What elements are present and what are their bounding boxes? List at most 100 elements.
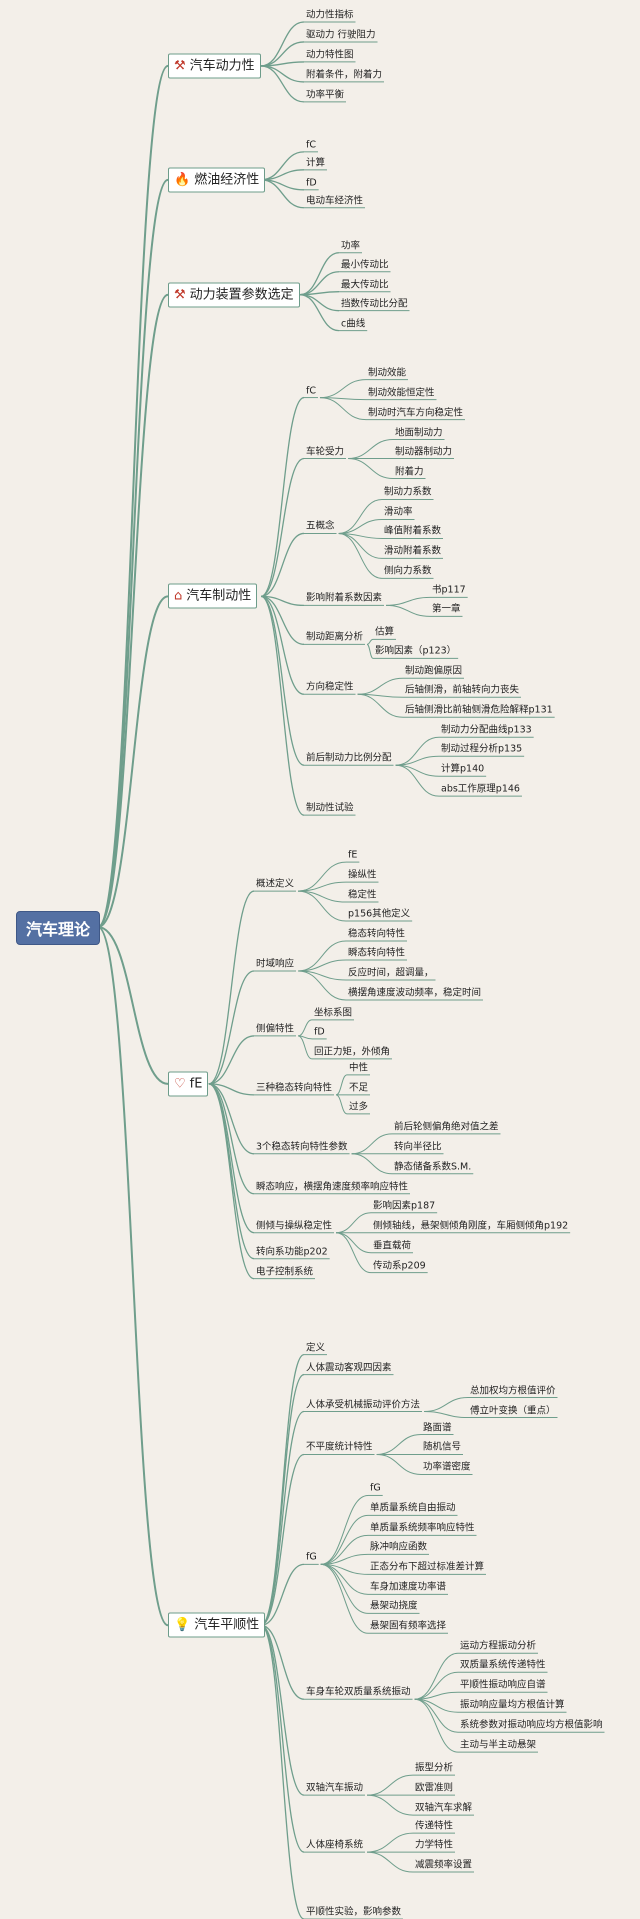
grandchild-node[interactable]: 减震频率设置 (415, 1859, 473, 1871)
grandchild-node[interactable]: 第一章 (432, 603, 461, 615)
grandchild-node[interactable]: 双质量系统传递特性 (460, 1659, 546, 1671)
child-node[interactable]: 影响附着系数因素 (306, 592, 383, 604)
grandchild-node[interactable]: 静态储备系数S.M. (394, 1161, 472, 1173)
grandchild-node[interactable]: 双轴汽车求解 (415, 1802, 473, 1814)
grandchild-node[interactable]: 前后轮侧偏角绝对值之差 (394, 1121, 499, 1133)
child-node[interactable]: 方向稳定性 (306, 681, 354, 693)
grandchild-node[interactable]: 系统参数对振动响应均方根值影响 (460, 1719, 603, 1731)
grandchild-node[interactable]: 侧倾轴线，悬架侧倾角刚度，车厢侧倾角p192 (373, 1220, 569, 1232)
child-node[interactable]: 前后制动力比例分配 (306, 752, 392, 764)
grandchild-node[interactable]: 制动跑偏原因 (405, 665, 463, 677)
grandchild-node[interactable]: 后轴侧滑比前轴侧滑危险解释p131 (405, 704, 553, 716)
grandchild-node[interactable]: 影响因素p187 (373, 1200, 436, 1212)
grandchild-node[interactable]: 稳定性 (348, 889, 377, 901)
grandchild-node[interactable]: 运动方程振动分析 (460, 1640, 537, 1652)
child-node[interactable]: 车身车轮双质量系统振动 (306, 1686, 411, 1698)
child-node[interactable]: 动力特性图 (306, 49, 354, 61)
grandchild-node[interactable]: 单质量系统频率响应特性 (370, 1522, 475, 1534)
grandchild-node[interactable]: 操纵性 (348, 869, 377, 881)
grandchild-node[interactable]: 路面谱 (423, 1422, 452, 1433)
grandchild-node[interactable]: 坐标系图 (314, 1007, 353, 1019)
branch-node[interactable]: ♡fE (168, 1071, 209, 1097)
grandchild-node[interactable]: 垂直载荷 (373, 1240, 412, 1252)
child-node[interactable]: 计算 (306, 157, 326, 169)
branch-node[interactable]: ⚒汽车动力性 (168, 53, 261, 79)
child-node[interactable]: 平顺性实验，影响参数 (306, 1906, 402, 1918)
branch-node[interactable]: 💡汽车平顺性 (168, 1612, 266, 1638)
grandchild-node[interactable]: 平顺性振动响应自谱 (460, 1679, 546, 1691)
grandchild-node[interactable]: 制动力系数 (384, 486, 432, 498)
grandchild-node[interactable]: 振动响应量均方根值计算 (460, 1699, 565, 1711)
grandchild-node[interactable]: 传动系p209 (373, 1260, 426, 1272)
grandchild-node[interactable]: 傅立叶变换（重点） (470, 1405, 556, 1417)
grandchild-node[interactable]: 功率谱密度 (423, 1461, 471, 1473)
child-node[interactable]: 概述定义 (256, 878, 295, 890)
child-node[interactable]: 侧偏特性 (256, 1023, 295, 1035)
child-node[interactable]: fC (306, 385, 316, 397)
grandchild-node[interactable]: 振型分析 (415, 1762, 454, 1774)
grandchild-node[interactable]: 传递特性 (415, 1820, 454, 1832)
child-node[interactable]: c曲线 (341, 318, 366, 330)
child-node[interactable]: 定义 (306, 1342, 326, 1354)
grandchild-node[interactable]: 横摆角速度波动频率，稳定时间 (348, 987, 482, 999)
child-node[interactable]: 功率平衡 (306, 89, 345, 101)
grandchild-node[interactable]: 制动过程分析p135 (441, 743, 523, 755)
grandchild-node[interactable]: 回正力矩，外倾角 (314, 1046, 391, 1058)
child-node[interactable]: 电子控制系统 (256, 1266, 314, 1278)
child-node[interactable]: 驱动力 行驶阻力 (306, 29, 376, 41)
child-node[interactable]: 侧倾与操纵稳定性 (256, 1220, 333, 1232)
grandchild-node[interactable]: 中性 (349, 1062, 369, 1074)
grandchild-node[interactable]: 制动时汽车方向稳定性 (368, 407, 464, 419)
child-node[interactable]: 转向系功能p202 (256, 1246, 328, 1258)
grandchild-node[interactable]: 正态分布下超过标准差计算 (370, 1561, 485, 1573)
child-node[interactable]: 人体震动客观四因素 (306, 1362, 392, 1374)
child-node[interactable]: fD (306, 177, 317, 189)
root-node[interactable]: 汽车理论 (16, 911, 100, 945)
child-node[interactable]: 双轴汽车振动 (306, 1782, 364, 1794)
grandchild-node[interactable]: 制动力分配曲线p133 (441, 724, 532, 736)
grandchild-node[interactable]: 书p117 (432, 584, 466, 596)
grandchild-node[interactable]: 计算p140 (441, 763, 485, 775)
grandchild-node[interactable]: 主动与半主动悬架 (460, 1739, 537, 1751)
grandchild-node[interactable]: 车身加速度功率谱 (370, 1581, 447, 1593)
child-node[interactable]: 电动车经济性 (306, 195, 364, 207)
grandchild-node[interactable]: 滑动附着系数 (384, 545, 442, 557)
child-node[interactable]: 3个稳态转向特性参数 (256, 1141, 348, 1153)
grandchild-node[interactable]: 总加权均方根值评价 (470, 1385, 556, 1397)
child-node[interactable]: 挡数传动比分配 (341, 298, 408, 310)
grandchild-node[interactable]: 反应时间，超调量， (348, 967, 434, 979)
grandchild-node[interactable]: 力学特性 (415, 1839, 454, 1851)
child-node[interactable]: 制动性试验 (306, 802, 354, 814)
branch-node[interactable]: ⌂汽车制动性 (168, 583, 258, 609)
grandchild-node[interactable]: 滑动率 (384, 506, 413, 518)
child-node[interactable]: 人体座椅系统 (306, 1839, 364, 1851)
child-node[interactable]: 车轮受力 (306, 446, 345, 458)
grandchild-node[interactable]: 单质量系统自由振动 (370, 1502, 456, 1514)
branch-node[interactable]: ⚒动力装置参数选定 (168, 282, 300, 308)
grandchild-node[interactable]: 影响因素（p123） (375, 645, 457, 657)
grandchild-node[interactable]: abs工作原理p146 (441, 783, 520, 795)
child-node[interactable]: 五概念 (306, 520, 335, 532)
child-node[interactable]: 制动距离分析 (306, 631, 364, 643)
grandchild-node[interactable]: 不足 (349, 1082, 369, 1094)
grandchild-node[interactable]: 转向半径比 (394, 1141, 442, 1153)
grandchild-node[interactable]: 悬架动挠度 (370, 1600, 418, 1612)
grandchild-node[interactable]: fE (348, 849, 358, 861)
grandchild-node[interactable]: 制动器制动力 (395, 446, 453, 458)
child-node[interactable]: 人体承受机械振动评价方法 (306, 1399, 421, 1411)
child-node[interactable]: 最小传动比 (341, 259, 389, 271)
grandchild-node[interactable]: 悬架固有频率选择 (370, 1620, 447, 1632)
child-node[interactable]: 不平度统计特性 (306, 1441, 373, 1453)
grandchild-node[interactable]: p156其他定义 (348, 908, 411, 920)
grandchild-node[interactable]: 附着力 (395, 466, 424, 477)
grandchild-node[interactable]: fD (314, 1026, 325, 1038)
grandchild-node[interactable]: 峰值附着系数 (384, 525, 442, 537)
child-node[interactable]: 最大传动比 (341, 279, 389, 291)
grandchild-node[interactable]: 估算 (375, 626, 395, 638)
grandchild-node[interactable]: fG (370, 1482, 381, 1494)
grandchild-node[interactable]: 过多 (349, 1101, 369, 1113)
child-node[interactable]: fG (306, 1551, 317, 1563)
child-node[interactable]: 附着条件，附着力 (306, 69, 383, 81)
branch-node[interactable]: 🔥燃油经济性 (168, 167, 266, 193)
grandchild-node[interactable]: 地面制动力 (395, 427, 443, 439)
